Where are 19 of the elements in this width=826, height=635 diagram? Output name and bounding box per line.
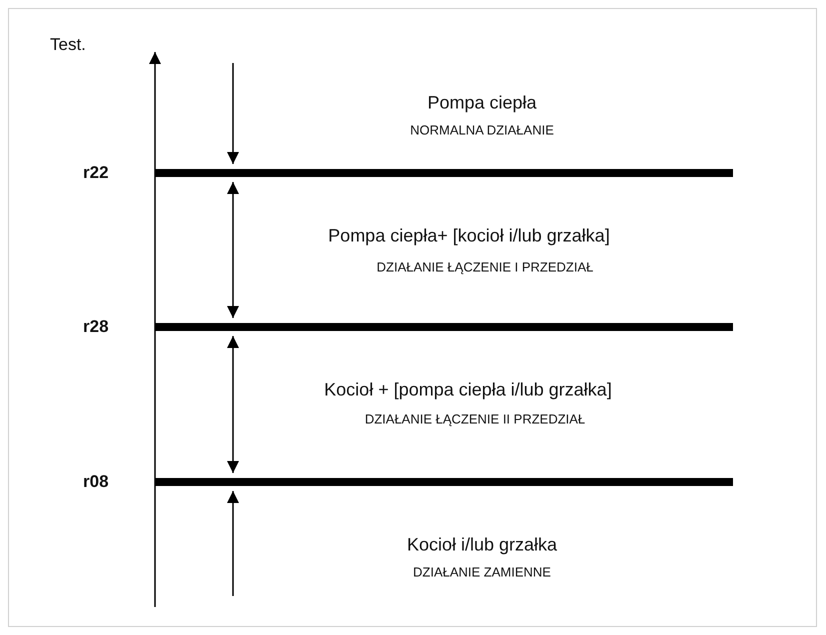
threshold-label: r22 [83, 163, 109, 183]
zone-title: Kocioł i/lub grzałka [406, 534, 558, 556]
zone-subtitle: DZIAŁANIE ŁĄCZENIE I PRZEDZIAŁ [376, 260, 594, 276]
axis-label: Test. [50, 35, 86, 55]
threshold-label: r08 [83, 472, 109, 492]
zone-title: Pompa ciepła+ [kocioł i/lub grzałka] [328, 226, 610, 246]
zone-title: Pompa ciepła [427, 92, 537, 114]
arrow [227, 63, 239, 164]
threshold-bar [155, 478, 733, 486]
threshold-bar [155, 323, 733, 331]
zone-subtitle: DZIAŁANIE ŁĄCZENIE II PRZEDZIAŁ [364, 412, 586, 428]
zone-title: Kocioł + [pompa ciepła i/lub grzałka] [324, 380, 612, 400]
threshold-bar [155, 169, 733, 177]
double-arrow [227, 182, 239, 318]
threshold-label: r28 [83, 317, 109, 337]
zone-subtitle: DZIAŁANIE ZAMIENNE [413, 566, 551, 580]
zone-subtitle: NORMALNA DZIAŁANIE [410, 124, 554, 138]
arrow [227, 491, 239, 596]
double-arrow [227, 336, 239, 473]
